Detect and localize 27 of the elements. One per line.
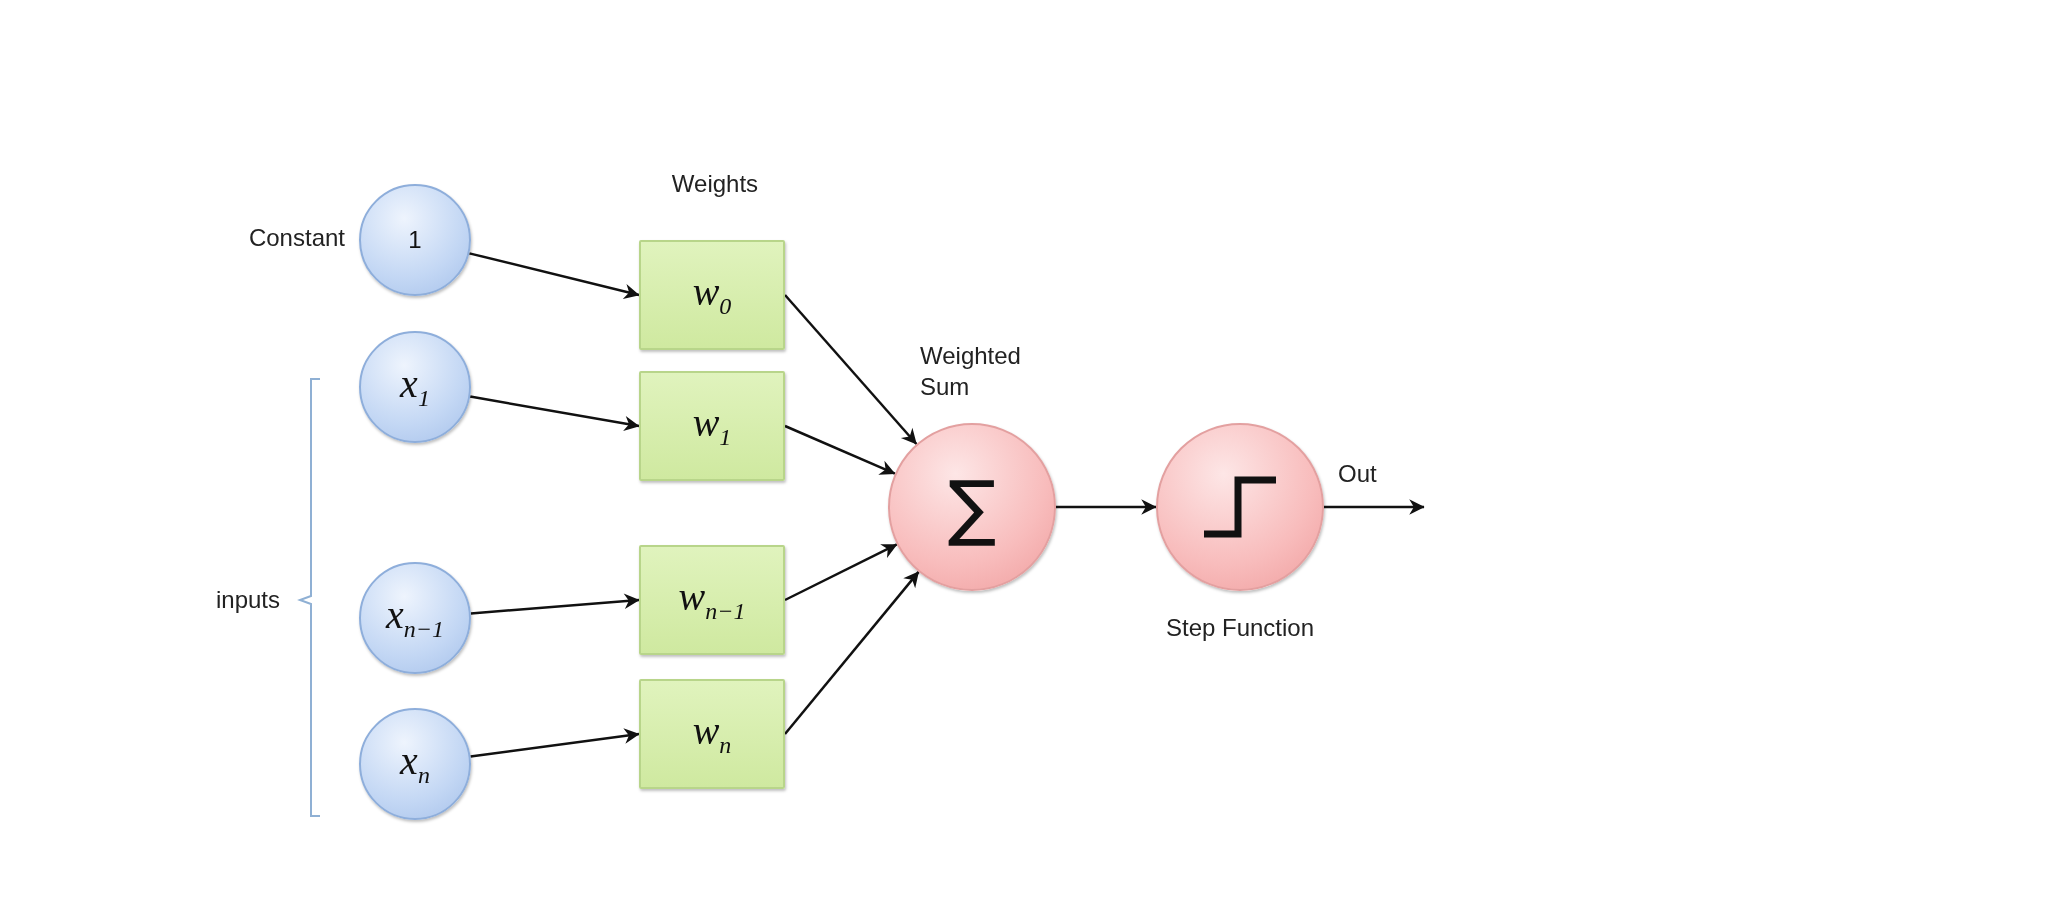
column-heading: Weights xyxy=(670,169,760,199)
arrow xyxy=(784,571,920,735)
node-label: x$_{n}$ xyxy=(400,741,430,787)
arrow xyxy=(784,424,896,475)
node-caption: Constant xyxy=(247,223,345,253)
weight-box xyxy=(639,679,785,789)
weight-box xyxy=(639,371,785,481)
arrow xyxy=(470,728,640,758)
arrow xyxy=(784,294,918,445)
arrow xyxy=(784,543,898,602)
arrow xyxy=(1324,499,1425,515)
node-caption: Weighted Sum xyxy=(920,341,1022,403)
weight-box xyxy=(639,545,785,655)
node-label: x$_{1}$ xyxy=(400,364,430,410)
arrow xyxy=(470,593,640,615)
node-label: w$_{0}$ xyxy=(692,272,732,318)
node-label: 1 xyxy=(408,228,422,252)
arrow xyxy=(1056,499,1157,515)
node-caption: Step Function xyxy=(1164,613,1316,643)
arrow xyxy=(469,252,640,299)
node-label: w$_{n−1}$ xyxy=(678,577,746,623)
node-label: w$_{n}$ xyxy=(692,711,732,757)
group-label: inputs xyxy=(214,585,280,615)
arrow xyxy=(469,395,640,432)
weight-box xyxy=(639,240,785,350)
node-label: x$_{n−1}$ xyxy=(386,595,444,641)
node-label: w$_{1}$ xyxy=(692,403,732,449)
